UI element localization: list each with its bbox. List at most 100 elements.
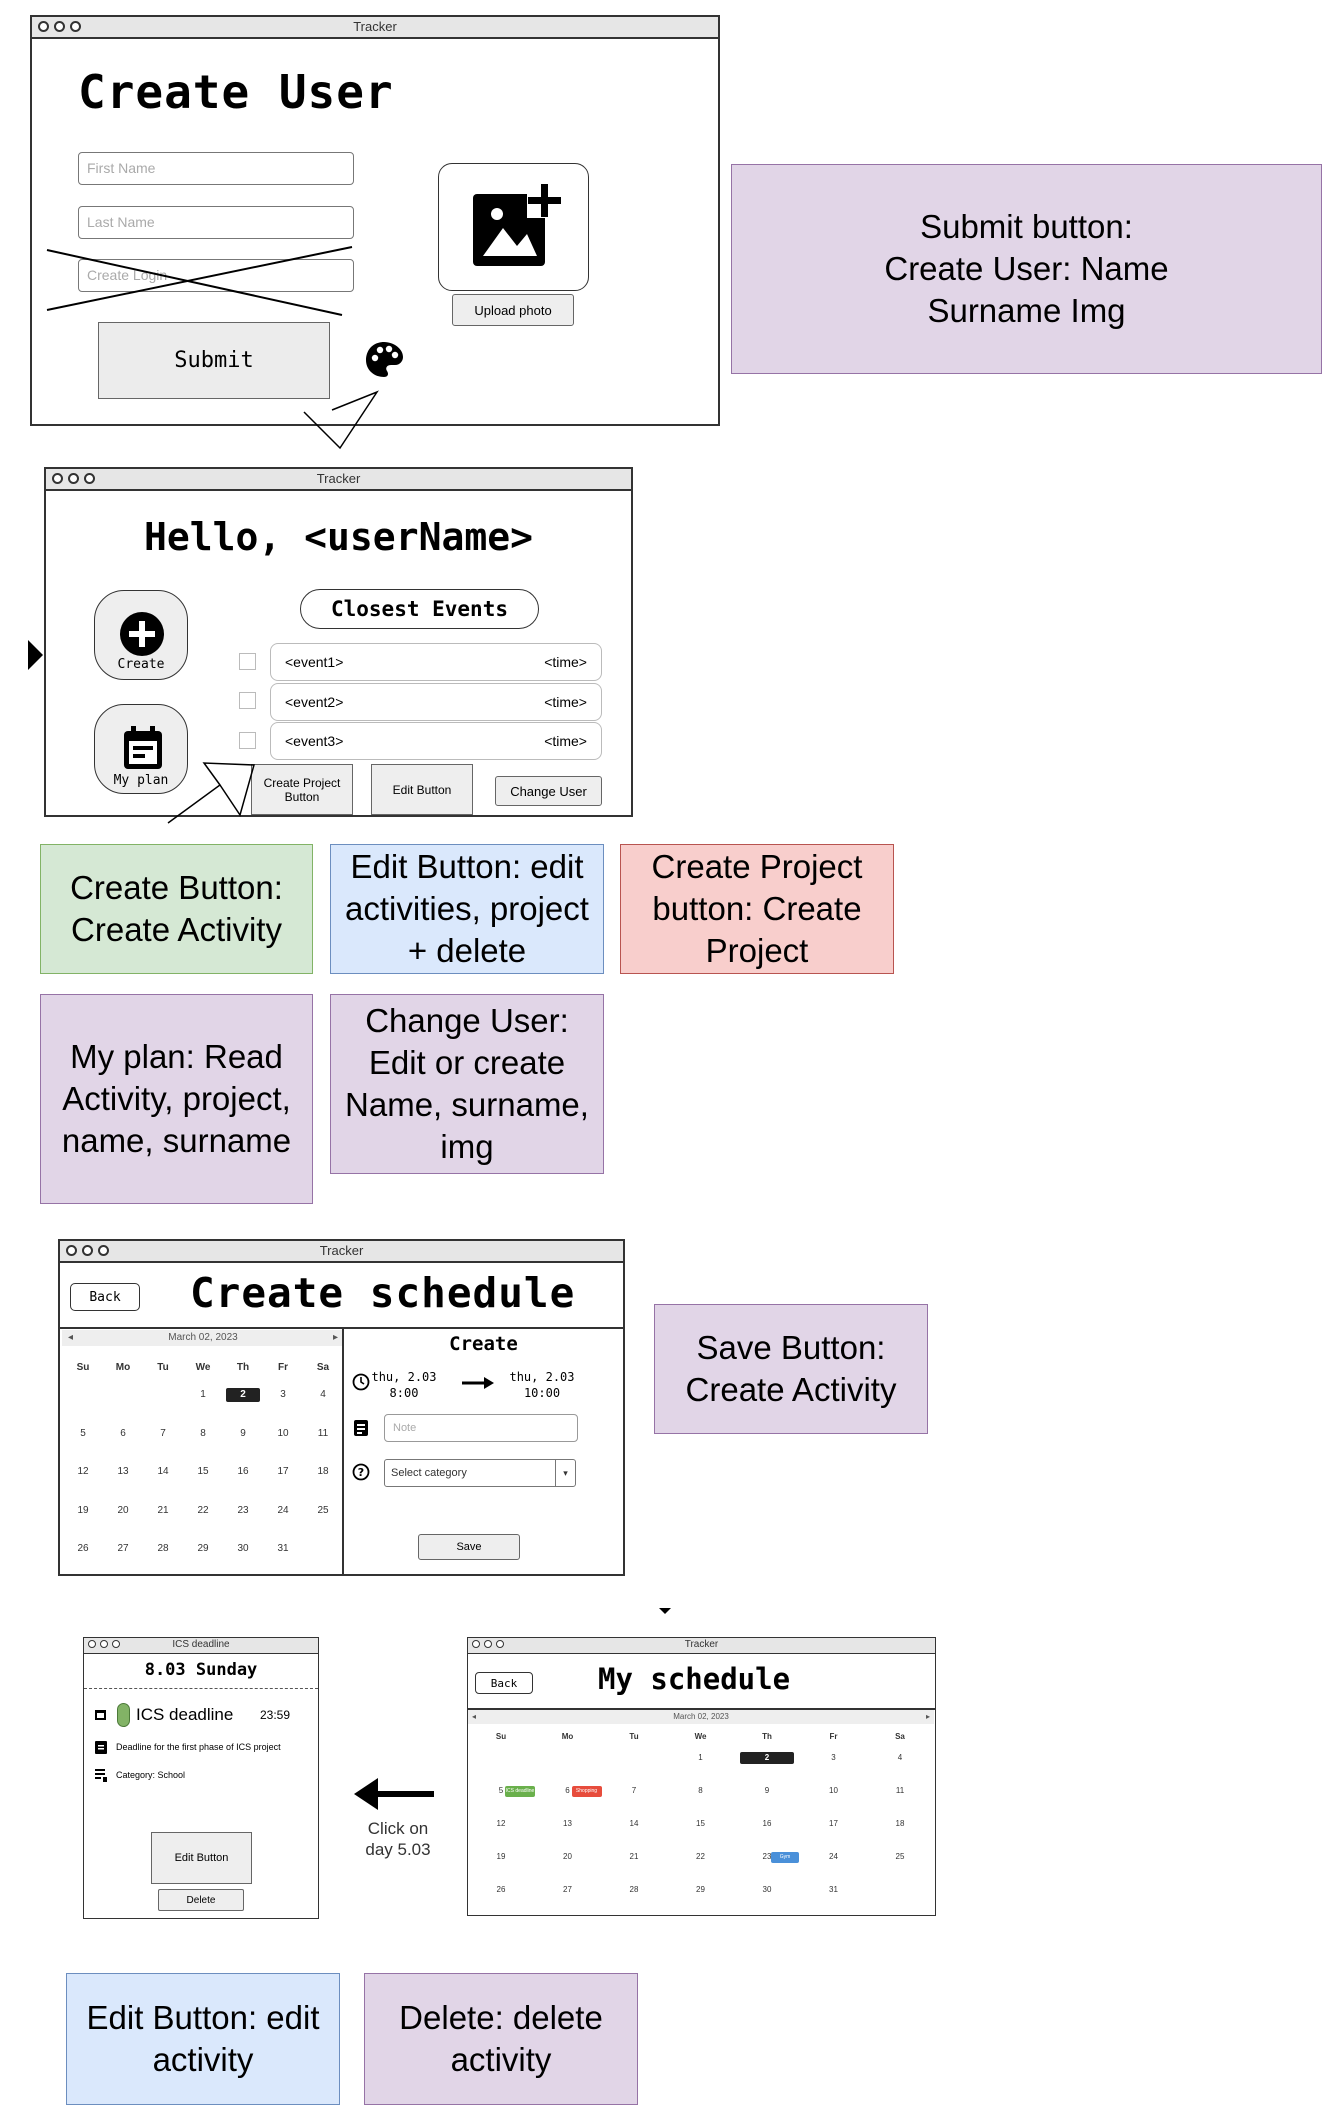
calendar-day[interactable]: 11 [895, 1786, 905, 1795]
calendar-day[interactable]: 29 [696, 1885, 705, 1894]
calendar-day[interactable]: 7 [631, 1786, 637, 1795]
submit-button[interactable]: Submit [98, 322, 330, 399]
calendar-day[interactable]: 29 [197, 1543, 209, 1554]
prev-month-icon[interactable]: ◂ [472, 1712, 477, 1721]
event-tag[interactable]: Shopping [571, 1786, 602, 1797]
calendar-day[interactable]: 26 [496, 1885, 506, 1894]
calendar-day[interactable]: 11 [317, 1427, 329, 1439]
close-dot-icon[interactable] [52, 473, 63, 484]
event-checkbox[interactable] [239, 653, 256, 670]
calendar-day[interactable]: 20 [117, 1504, 129, 1516]
event-row[interactable]: <event1><time> [270, 643, 602, 681]
close-dot-icon[interactable] [88, 1640, 96, 1648]
calendar-day[interactable]: 16 [237, 1466, 249, 1477]
change-user-button[interactable]: Change User [495, 776, 602, 806]
maximize-dot-icon[interactable] [84, 473, 95, 484]
calendar-day[interactable]: 1 [200, 1389, 206, 1400]
category-select[interactable]: Select category ▾ [384, 1459, 576, 1487]
calendar-day[interactable]: 27 [563, 1885, 572, 1894]
calendar-day[interactable]: 4 [897, 1753, 903, 1762]
photo-placeholder[interactable] [438, 163, 589, 291]
back-button[interactable]: Back [70, 1283, 140, 1311]
event-row[interactable]: <event2><time> [270, 683, 602, 721]
calendar-day[interactable]: 28 [157, 1543, 169, 1554]
maximize-dot-icon[interactable] [98, 1245, 109, 1256]
calendar-day[interactable]: 2 [226, 1388, 260, 1402]
event-checkbox[interactable] [239, 732, 256, 749]
create-project-button[interactable]: Create Project Button [251, 764, 353, 815]
event-tag[interactable]: ICS deadline [505, 1786, 535, 1797]
save-button[interactable]: Save [418, 1534, 520, 1560]
calendar-day[interactable]: 13 [117, 1466, 129, 1477]
my-plan-button[interactable]: My plan [94, 704, 188, 794]
next-month-icon[interactable]: ▸ [332, 1332, 338, 1343]
delete-button[interactable]: Delete [158, 1889, 244, 1911]
calendar-day[interactable]: 20 [563, 1852, 572, 1861]
next-month-icon[interactable]: ▸ [925, 1712, 930, 1721]
calendar-day[interactable]: 14 [157, 1466, 169, 1477]
calendar-day[interactable]: 19 [77, 1504, 89, 1516]
calendar-day[interactable]: 9 [764, 1786, 770, 1795]
minimize-dot-icon[interactable] [82, 1245, 93, 1256]
calendar-day[interactable]: 30 [237, 1543, 249, 1554]
maximize-dot-icon[interactable] [496, 1640, 504, 1648]
calendar-day[interactable]: 18 [317, 1466, 329, 1477]
calendar-day[interactable]: 15 [197, 1466, 209, 1477]
calendar-day[interactable]: 10 [829, 1786, 838, 1795]
calendar-day[interactable]: 7 [160, 1427, 166, 1439]
calendar-day[interactable]: 22 [197, 1504, 209, 1516]
close-dot-icon[interactable] [66, 1245, 77, 1256]
calendar-day[interactable]: 14 [629, 1819, 639, 1828]
calendar-day[interactable]: 23 [762, 1852, 772, 1861]
close-dot-icon[interactable] [38, 21, 49, 32]
calendar-day[interactable]: 19 [496, 1852, 506, 1861]
calendar-day[interactable]: 5 [498, 1786, 504, 1795]
calendar-day[interactable]: 6 [120, 1427, 126, 1439]
event-checkbox[interactable] [239, 692, 256, 709]
event-row[interactable]: <event3><time> [270, 722, 602, 760]
create-button[interactable]: Create [94, 590, 188, 680]
minimize-dot-icon[interactable] [54, 21, 65, 32]
calendar-day[interactable]: 23 [237, 1504, 249, 1516]
calendar-day[interactable]: 17 [277, 1466, 289, 1477]
calendar-day[interactable]: 22 [696, 1852, 705, 1861]
chevron-down-icon[interactable]: ▾ [555, 1460, 575, 1486]
calendar-day[interactable]: 16 [762, 1819, 772, 1828]
maximize-dot-icon[interactable] [70, 21, 81, 32]
prev-month-icon[interactable]: ◂ [68, 1332, 74, 1343]
calendar-day[interactable]: 15 [696, 1819, 705, 1828]
calendar-day[interactable]: 8 [698, 1786, 703, 1795]
calendar-day[interactable]: 21 [629, 1852, 639, 1861]
upload-photo-button[interactable]: Upload photo [452, 294, 574, 326]
calendar-day[interactable]: 9 [240, 1427, 246, 1439]
back-button[interactable]: Back [475, 1672, 533, 1694]
edit-button[interactable]: Edit Button [151, 1832, 252, 1884]
edit-button[interactable]: Edit Button [371, 764, 473, 815]
calendar-day[interactable]: 13 [563, 1819, 572, 1828]
calendar-day[interactable]: 30 [762, 1885, 772, 1894]
calendar-day[interactable]: 12 [496, 1819, 506, 1828]
minimize-dot-icon[interactable] [68, 473, 79, 484]
calendar-day[interactable]: 3 [280, 1389, 286, 1400]
calendar-day[interactable]: 21 [157, 1504, 169, 1516]
calendar-day[interactable]: 28 [629, 1885, 639, 1894]
calendar-day[interactable]: 12 [77, 1466, 89, 1477]
first-name-input[interactable]: First Name [78, 152, 354, 185]
palette-icon[interactable] [364, 340, 406, 380]
calendar-day[interactable]: 4 [320, 1389, 326, 1400]
calendar-day[interactable]: 26 [77, 1543, 89, 1554]
calendar-day[interactable]: 5 [80, 1427, 86, 1439]
calendar-day[interactable]: 25 [895, 1852, 905, 1861]
minimize-dot-icon[interactable] [100, 1640, 108, 1648]
note-input[interactable]: Note [384, 1414, 578, 1442]
maximize-dot-icon[interactable] [112, 1640, 120, 1648]
minimize-dot-icon[interactable] [484, 1640, 492, 1648]
calendar-day[interactable]: 24 [829, 1852, 838, 1861]
calendar-day[interactable]: 10 [277, 1427, 289, 1439]
calendar-day[interactable]: 31 [829, 1885, 838, 1894]
calendar-day[interactable]: 2 [740, 1752, 794, 1764]
